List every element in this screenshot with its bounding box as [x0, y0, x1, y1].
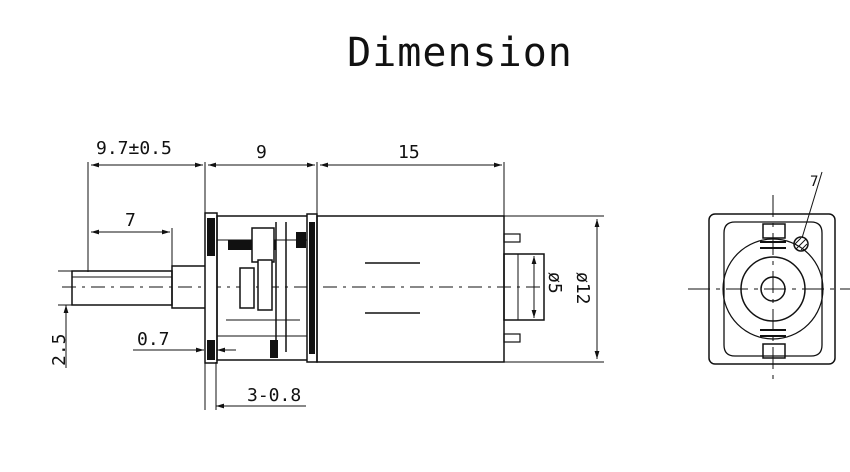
motor-end-outline: [708, 213, 836, 365]
dim-shaft-diameter: 2.5: [49, 333, 70, 366]
side-view: 9.7±0.5 9 15 7 2.5 0.7 3-0.8 ø5: [49, 138, 604, 410]
dim-motor-length: 15: [398, 142, 420, 163]
output-shaft: [71, 270, 173, 306]
dim-brush-cap-diameter: ø5: [544, 272, 565, 294]
dim-gearbox-length: 9: [256, 142, 267, 163]
callout-side-7: 7: [810, 174, 818, 190]
dim-flat-depth: 0.7: [137, 329, 170, 350]
dim-mount-thread: 3-0.8: [247, 385, 301, 406]
dim-output-shaft-length: 9.7±0.5: [96, 138, 172, 159]
dim-motor-diameter: ø12: [572, 272, 593, 305]
end-view: 7: [688, 171, 850, 384]
motor-can: [316, 215, 505, 363]
page-title: Dimension: [347, 30, 573, 76]
dim-shaft-flat-length: 7: [125, 210, 136, 231]
